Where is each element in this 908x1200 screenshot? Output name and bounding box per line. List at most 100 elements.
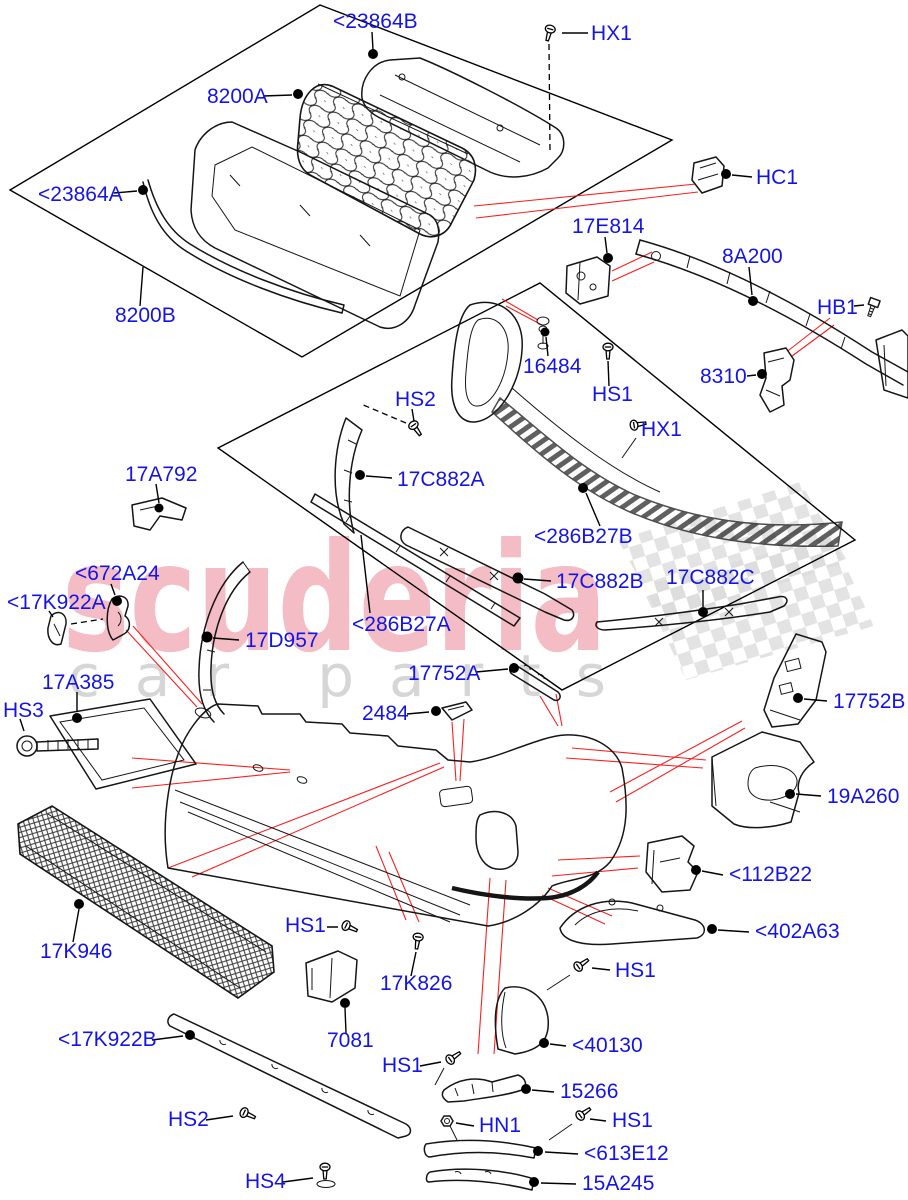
part-drawing-17E814	[565, 256, 611, 305]
part-label-HX1-mid: HX1	[641, 418, 682, 441]
nut-icon	[440, 1115, 458, 1141]
part-label-8A200: 8A200	[722, 245, 783, 268]
part-label-23864B: <23864B	[333, 10, 418, 33]
screw-icon	[602, 342, 614, 360]
part-label-8200A: 8200A	[207, 85, 268, 108]
part-drawing-HS3-bolt	[16, 735, 99, 757]
part-drawing-17C882B	[400, 526, 575, 622]
fastener-shaft	[434, 1067, 445, 1086]
part-label-HN1: HN1	[479, 1114, 521, 1137]
part-label-16484: 16484	[523, 355, 582, 378]
part-label-17C882A: 17C882A	[397, 468, 485, 491]
grille-section-outline	[8, 4, 674, 358]
part-label-17K946: 17K946	[40, 940, 112, 963]
part-drawing-8A200	[635, 239, 908, 399]
part-label-17A385: 17A385	[42, 671, 114, 694]
hex-bolt-icon	[867, 296, 881, 318]
part-label-15266: 15266	[560, 1080, 618, 1103]
part-label-286B27B: <286B27B	[534, 525, 633, 548]
part-label-HS1-mid: HS1	[592, 383, 633, 406]
part-label-17D957: 17D957	[245, 629, 319, 652]
part-drawing-bumper-cover	[164, 703, 627, 927]
part-drawing-17C882A	[334, 417, 363, 534]
part-label-19A260: 19A260	[827, 785, 899, 808]
leader-lines	[19, 31, 865, 1187]
part-drawing-2484	[441, 701, 473, 721]
fastener-shaft	[621, 437, 637, 459]
part-drawing-7081	[305, 950, 358, 1003]
part-label-HS1-lowerleft: HS1	[285, 914, 326, 937]
screw-icon	[410, 931, 425, 951]
leader-dots	[72, 49, 803, 1187]
section-outlines	[8, 4, 857, 691]
part-label-8310: 8310	[700, 365, 747, 388]
part-label-672A24: <672A24	[75, 562, 160, 585]
part-drawing-8310	[759, 347, 795, 413]
part-label-2484: 2484	[362, 702, 409, 725]
part-label-40130: <40130	[572, 1034, 643, 1057]
part-drawing-17752B	[763, 633, 827, 728]
part-drawing-112B22	[645, 835, 699, 893]
part-drawing-19A260	[711, 731, 815, 829]
part-drawing-17D957	[198, 561, 251, 723]
part-label-17C882B: 17C882B	[556, 570, 644, 593]
part-drawing-15266	[441, 1074, 527, 1103]
part-label-HS2-mid: HS2	[395, 388, 436, 411]
part-drawing-23864A	[142, 179, 345, 314]
part-drawing-HC1	[691, 156, 725, 194]
part-label-17A792: 17A792	[125, 463, 197, 486]
screw-icon	[237, 1105, 258, 1123]
part-drawing-17K922A	[47, 611, 67, 646]
part-drawing-17C882C	[595, 595, 788, 631]
part-drawing-286B27B	[450, 301, 843, 548]
part-drawing-672A24	[106, 595, 131, 641]
part-label-HS1-bottom: HS1	[612, 1109, 653, 1132]
part-drawing-613E12	[423, 1139, 537, 1159]
screw-icon	[443, 1047, 464, 1067]
part-label-17C882C: 17C882C	[666, 566, 755, 589]
part-label-HS3: HS3	[3, 699, 44, 722]
part-label-7081: 7081	[327, 1029, 374, 1052]
support-section-outline	[216, 282, 857, 691]
screw-icon	[541, 23, 557, 43]
part-label-17E814: 17E814	[572, 215, 645, 238]
part-label-17K922B: <17K922B	[58, 1028, 157, 1051]
part-label-HC1: HC1	[756, 166, 798, 189]
part-label-613E12: <613E12	[584, 1142, 669, 1165]
part-label-HS1-right: HS1	[615, 959, 656, 982]
screw-icon	[339, 918, 360, 936]
part-label-17K826: 17K826	[380, 972, 452, 995]
part-drawing-17K946	[17, 805, 275, 999]
fastener-shaft	[546, 974, 571, 991]
part-drawing-17A385	[49, 698, 197, 790]
part-drawing-17K922B	[167, 1013, 412, 1139]
washer-icon	[316, 1180, 336, 1188]
dashed-leader-lines	[70, 43, 551, 625]
part-label-402A63: <402A63	[755, 920, 840, 943]
part-drawing-8200A	[296, 83, 477, 238]
part-drawing-15A245	[425, 1168, 535, 1191]
part-label-17752B: 17752B	[833, 690, 905, 713]
screw-icon	[571, 954, 592, 974]
red-leader-lines	[125, 183, 835, 1055]
bolt-icon	[319, 1162, 331, 1180]
part-label-8200B: 8200B	[115, 304, 176, 327]
part-drawing-8200B	[190, 121, 440, 329]
part-label-HB1: HB1	[817, 296, 858, 319]
part-label-23864A: <23864A	[38, 183, 123, 206]
part-drawings	[16, 57, 908, 1191]
part-label-17752A: 17752A	[408, 662, 480, 685]
part-label-HX1-top: HX1	[591, 22, 632, 45]
part-label-15A245: 15A245	[582, 1172, 654, 1195]
part-label-17K922A: <17K922A	[7, 591, 106, 614]
part-labels: <23864B HX1 8200A <23864A HC1 17E814 8A2…	[3, 10, 905, 1195]
checkered-flag-icon	[641, 537, 874, 680]
screw-icon	[406, 418, 426, 439]
part-drawing-402A63	[559, 898, 705, 946]
part-label-HS4: HS4	[245, 1170, 286, 1193]
fasteners	[237, 23, 881, 1188]
part-label-HS1-7081: HS1	[382, 1054, 423, 1077]
part-label-286B27A: <286B27A	[352, 613, 451, 636]
